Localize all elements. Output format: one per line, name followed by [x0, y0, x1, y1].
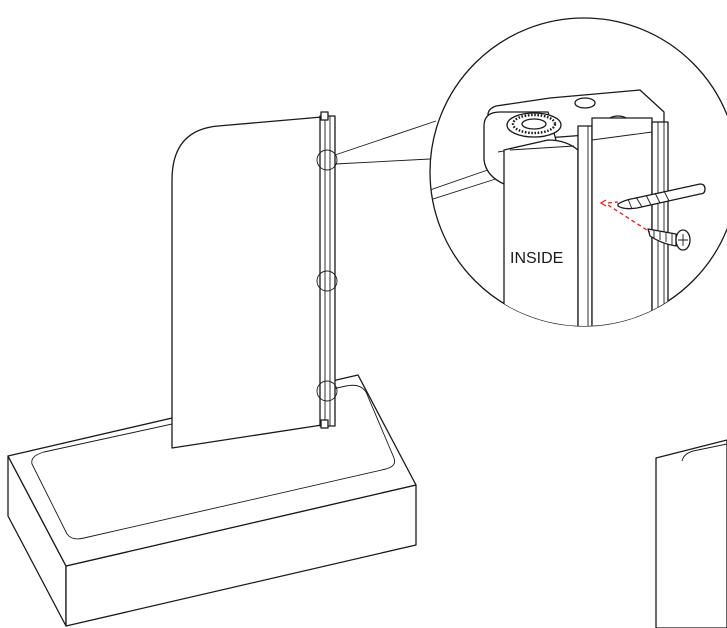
- alignment-guide: [599, 199, 651, 233]
- inside-label: INSIDE: [510, 250, 563, 267]
- detail-leader-lines: [334, 120, 437, 165]
- screw-icon: [647, 228, 691, 251]
- hinge-marker-middle: [316, 270, 338, 292]
- detail-zoom-circle: INSIDE: [429, 17, 727, 327]
- bathtub-secondary: [655, 439, 727, 628]
- glass-panel: [171, 116, 323, 449]
- hinge-marker-bottom: [316, 380, 338, 402]
- drill-bit-icon: [617, 183, 706, 210]
- hinge-marker-top: [316, 149, 338, 171]
